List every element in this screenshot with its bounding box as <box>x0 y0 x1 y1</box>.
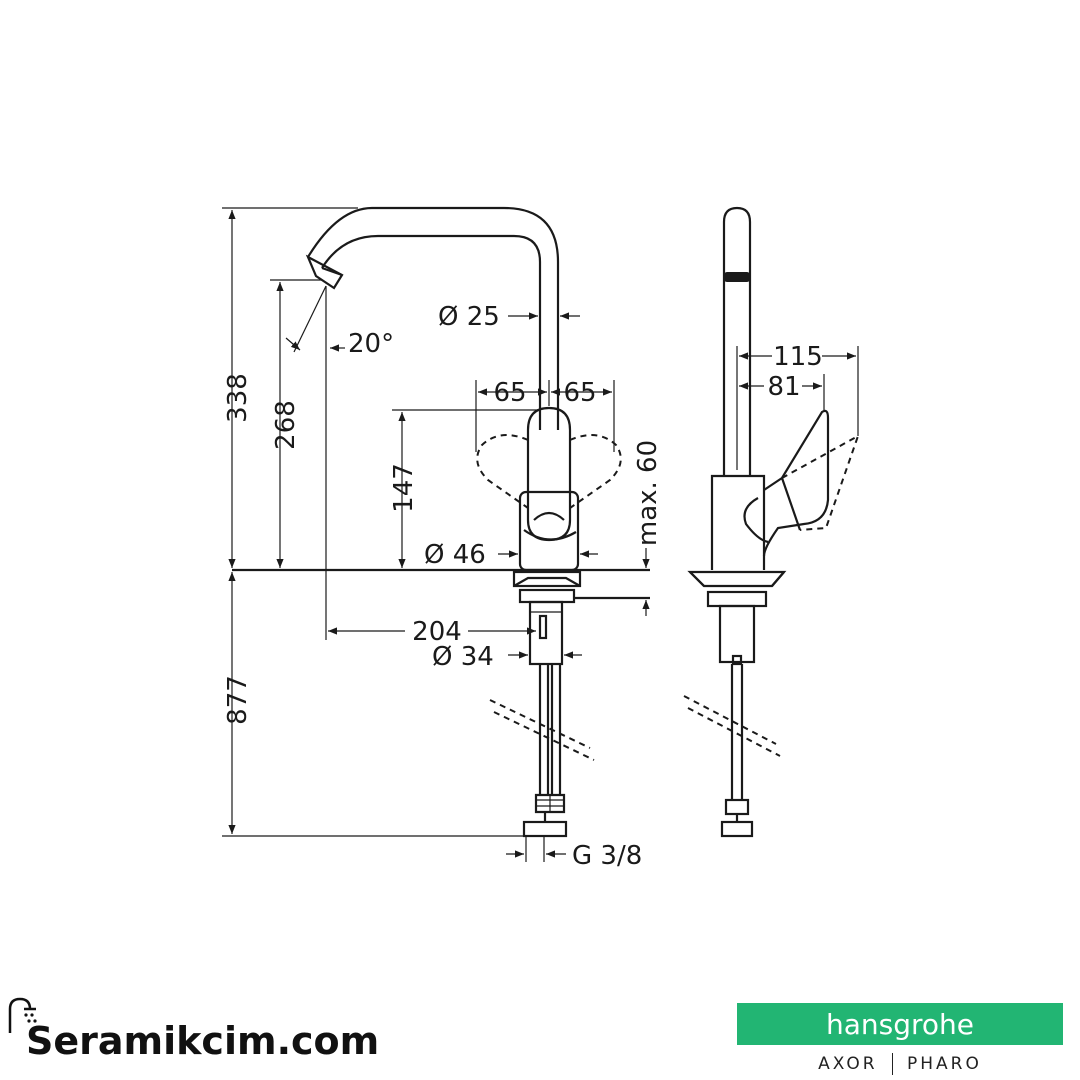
dim-handle-height: 147 <box>389 463 419 513</box>
dim-handle-right: 65 <box>563 378 596 408</box>
shower-head-icon <box>8 997 37 1033</box>
front-view: 338 877 268 20° Ø 25 65 65 147 Ø 46 max.… <box>222 206 663 871</box>
side-dimensions <box>736 346 859 470</box>
sub-brand-separator <box>891 1053 894 1075</box>
dim-spout-angle: 20° <box>348 329 394 359</box>
dim-side-handle: 81 <box>767 372 800 402</box>
front-spout <box>305 206 560 430</box>
sub-brands: AXOR PHARO <box>737 1051 1063 1077</box>
site-name: Seramikcim.com <box>26 1019 380 1063</box>
dim-side-depth: 115 <box>773 342 823 372</box>
side-mount <box>683 570 787 838</box>
side-spout <box>722 206 752 475</box>
dim-connection: G 3/8 <box>572 841 642 871</box>
side-body <box>710 409 860 570</box>
side-aerator <box>724 272 750 282</box>
front-body <box>476 406 622 572</box>
dim-deck-thickness: max. 60 <box>633 440 663 546</box>
sub-brand-pharo: PHARO <box>907 1054 982 1074</box>
dim-shank-diameter: Ø 34 <box>432 642 494 672</box>
dim-outlet-height: 268 <box>271 400 301 450</box>
dim-reach: 204 <box>412 617 462 647</box>
brand-bar: hansgrohe <box>737 1003 1063 1045</box>
brand-name: hansgrohe <box>825 1007 974 1041</box>
dim-handle-left: 65 <box>493 378 526 408</box>
hansgrohe-logo: hansgrohe AXOR PHARO <box>737 1003 1063 1077</box>
dim-body-diameter: Ø 46 <box>424 540 486 570</box>
dim-spout-diameter: Ø 25 <box>438 302 500 332</box>
dim-total-height: 338 <box>223 373 253 423</box>
side-view: 115 81 <box>683 206 860 838</box>
dim-hose-length: 877 <box>223 675 253 725</box>
sub-brand-axor: AXOR <box>818 1054 878 1074</box>
front-dimensions <box>222 207 650 862</box>
seramikcim-logo: Seramikcim.com <box>4 995 384 1075</box>
faucet-technical-drawing: 338 877 268 20° Ø 25 65 65 147 Ø 46 max.… <box>222 206 860 871</box>
front-hoses <box>489 664 595 838</box>
